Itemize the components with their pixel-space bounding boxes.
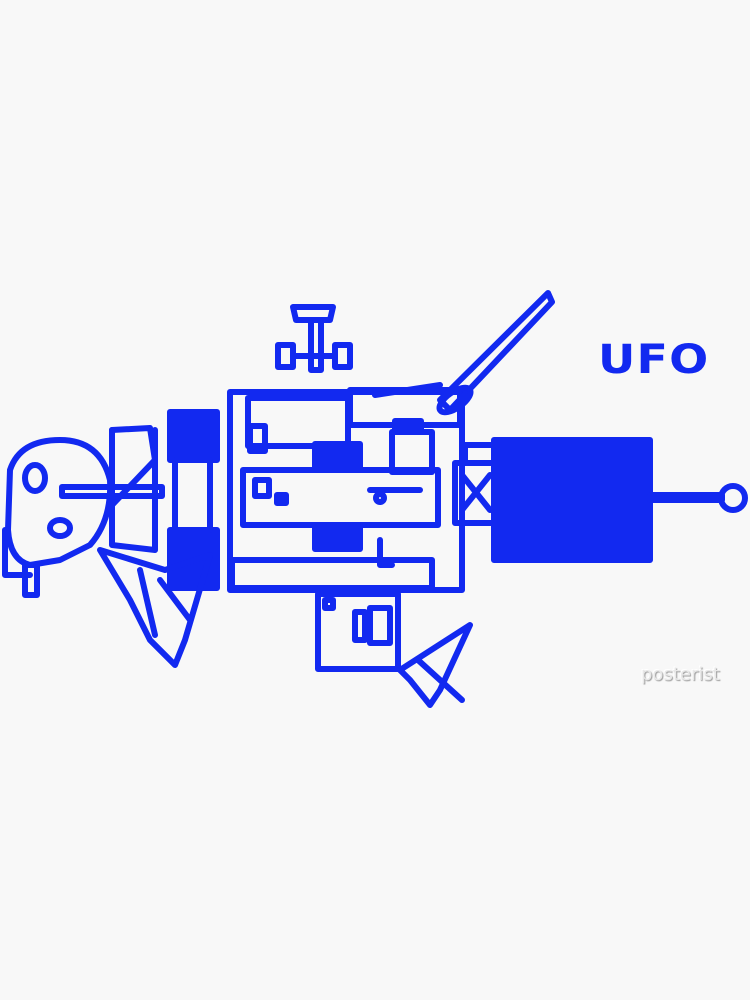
sphere-module <box>5 437 114 568</box>
sticker-title: UFO <box>598 337 710 383</box>
artist-watermark: posterist <box>641 664 720 685</box>
